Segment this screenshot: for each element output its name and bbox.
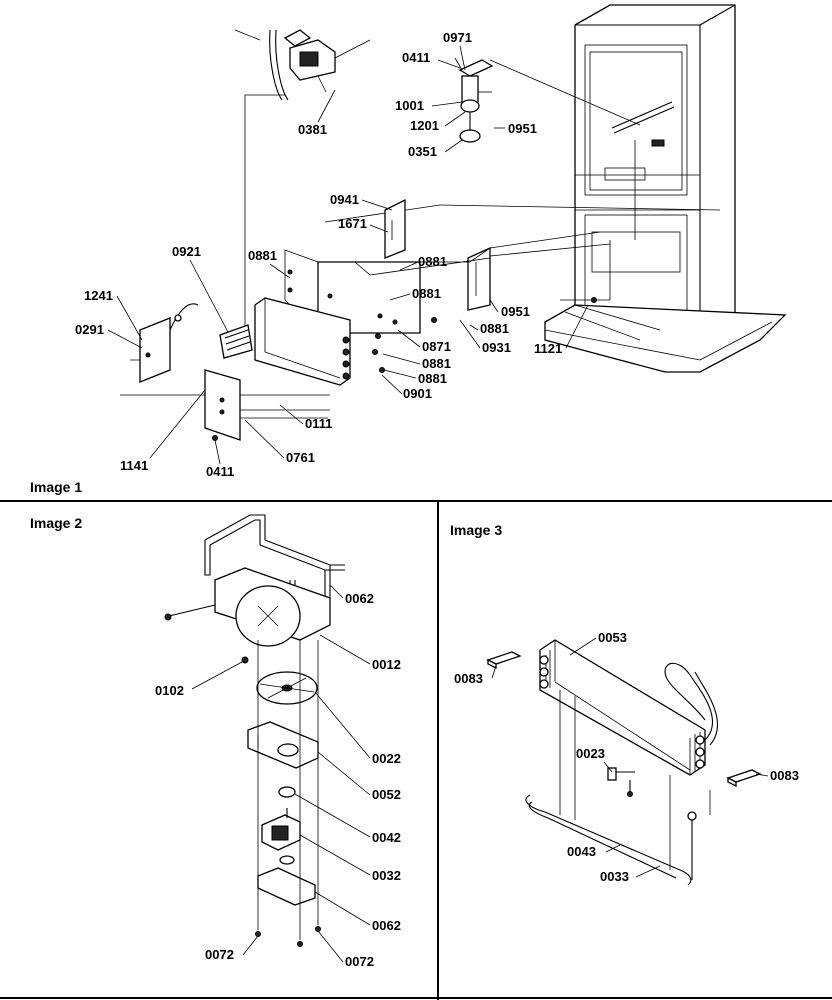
- callout: 0881: [422, 356, 451, 371]
- image-2-callout-leaders: [191, 584, 371, 963]
- callout: 0411: [402, 50, 430, 65]
- refrigerator-cabinet: [544, 4, 787, 373]
- callout: 0083: [454, 671, 483, 686]
- callout: 0102: [155, 683, 184, 698]
- callout: 0022: [372, 751, 401, 766]
- callout: 0901: [403, 386, 432, 401]
- callout: 0411: [206, 464, 234, 479]
- panel-title-image-2: Image 2: [30, 515, 82, 531]
- callout: 0931: [482, 340, 511, 355]
- evaporator-coil: [254, 297, 351, 386]
- callout: 0053: [598, 630, 627, 645]
- callout: 0032: [372, 868, 401, 883]
- bracket-0951: [353, 246, 491, 311]
- assembly-leader-lines: [120, 59, 721, 396]
- image-1-callout-leaders: [107, 45, 589, 465]
- callout: 0381: [298, 122, 327, 137]
- motor-bracket-0052: [247, 721, 319, 769]
- fan-shroud-0012: [164, 567, 331, 664]
- callout: 0921: [172, 244, 201, 259]
- callout: 0871: [422, 339, 451, 354]
- callout: 0881: [412, 286, 441, 301]
- panel-1241: [139, 303, 199, 383]
- callout: 0043: [567, 844, 596, 859]
- callout: 0111: [305, 416, 333, 431]
- fan-motor-0032: [261, 808, 301, 851]
- callout: 1121: [534, 341, 562, 356]
- callout: 1671: [338, 216, 367, 231]
- callout: 0062: [372, 918, 401, 933]
- callout: 1201: [410, 118, 439, 133]
- water-valve: [234, 29, 371, 101]
- image-2-leader-lines: [255, 640, 321, 947]
- grommet-0042: [278, 786, 296, 798]
- thermistor-0023: [607, 767, 635, 797]
- damper-control-assembly: [454, 57, 494, 143]
- screws-0881: [212, 297, 597, 441]
- image-2-callouts: 0062 0012 0102 0022 0052 0042 0032 0062 …: [155, 591, 401, 969]
- callout: 0881: [418, 254, 447, 269]
- callout: 0072: [205, 947, 234, 962]
- image-3-callouts: 0053 0083 0023 0083 0043 0033: [454, 630, 799, 884]
- callout: 1141: [120, 458, 148, 473]
- callout: 1241: [84, 288, 113, 303]
- callout: 0881: [418, 371, 447, 386]
- bracket-0941: [384, 198, 406, 259]
- callout: 0033: [600, 869, 629, 884]
- callout: 0052: [372, 787, 401, 802]
- image-1-illustration: [120, 4, 787, 441]
- image-2-illustration: [164, 514, 345, 947]
- callout: 0351: [408, 144, 437, 159]
- callout: 0023: [576, 746, 605, 761]
- callout: 0881: [480, 321, 509, 336]
- callout: 0971: [443, 30, 472, 45]
- callout: 0042: [372, 830, 401, 845]
- callout: 1001: [395, 98, 424, 113]
- heater-0921: [219, 324, 253, 359]
- panel-1141: [204, 369, 330, 441]
- callout: 0291: [75, 322, 104, 337]
- defrost-heater-0043: [525, 690, 711, 886]
- clip-0083-right: [726, 769, 762, 788]
- callout: 0951: [501, 304, 530, 319]
- callout: 0072: [345, 954, 374, 969]
- image-1-callouts: 0971 0411 1001 1201 0951 0351 0381 0941 …: [75, 30, 562, 479]
- callout: 0761: [286, 450, 315, 465]
- lower-bracket-0062: [257, 855, 316, 906]
- callout: 0062: [345, 591, 374, 606]
- image-3-callout-leaders: [491, 637, 769, 878]
- callout: 0951: [508, 121, 537, 136]
- callout: 0012: [372, 657, 401, 672]
- fan-blade-0022: [256, 671, 318, 705]
- callout: 0083: [770, 768, 799, 783]
- callout: 0881: [248, 248, 277, 263]
- clip-0083-left: [486, 651, 522, 670]
- panel-title-image-3: Image 3: [450, 522, 502, 538]
- evaporator-0053: [539, 639, 719, 776]
- image-3-illustration: [486, 639, 762, 886]
- callout: 0941: [330, 192, 359, 207]
- panel-title-image-1: Image 1: [30, 479, 82, 495]
